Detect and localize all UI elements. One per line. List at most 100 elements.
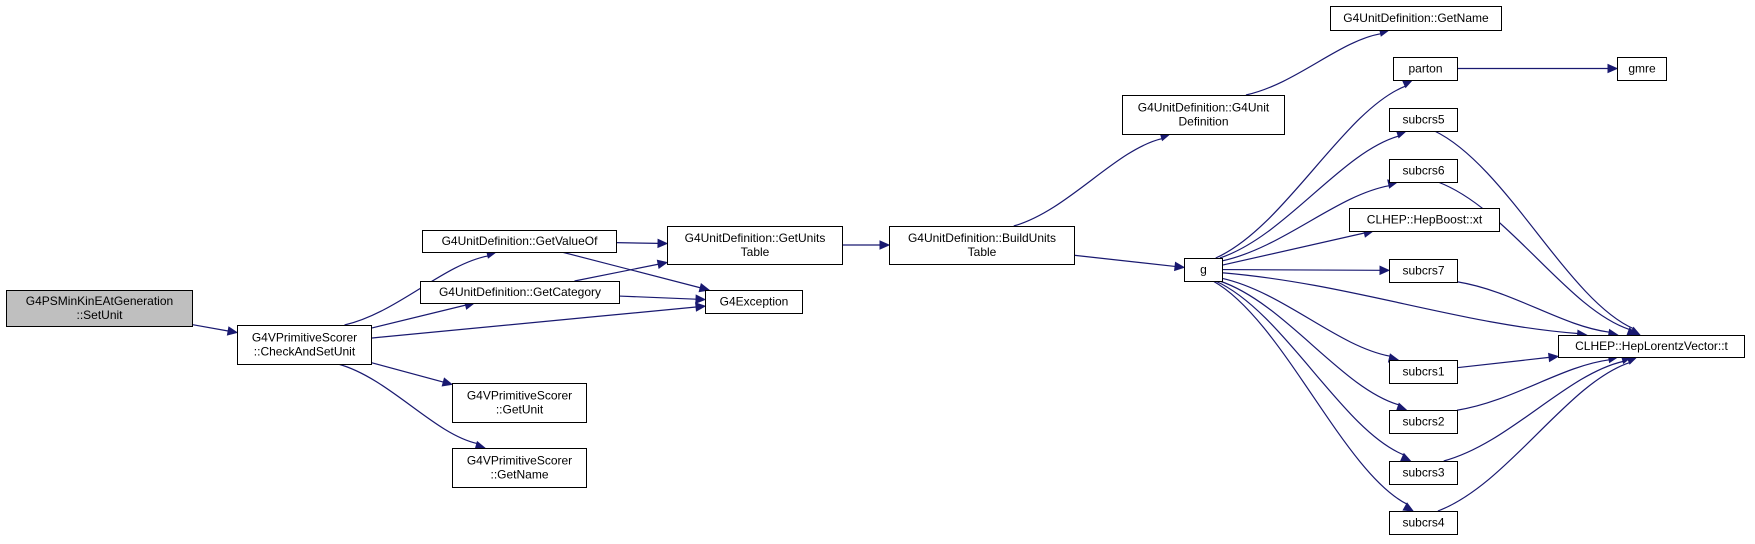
node-hepboost[interactable]: CLHEP::HepBoost::xt xyxy=(1349,208,1500,232)
node-label: subcrs5 xyxy=(1402,113,1444,127)
node-label: ::CheckAndSetUnit xyxy=(254,345,356,359)
node-getcategory[interactable]: G4UnitDefinition::GetCategory xyxy=(420,281,620,304)
arrowhead xyxy=(657,238,669,249)
edge-buildunitstable-to-g xyxy=(1073,254,1186,272)
edge-line xyxy=(1245,33,1381,96)
node-root[interactable]: G4PSMinKinEAtGeneration::SetUnit xyxy=(6,290,193,327)
edge-g4unitdef-to-unitgetname xyxy=(1245,27,1391,96)
arrowhead xyxy=(695,302,707,312)
node-box xyxy=(1349,208,1500,232)
node-box xyxy=(1617,57,1667,81)
arrowhead xyxy=(226,326,239,336)
node-box xyxy=(1122,95,1285,135)
node-box xyxy=(452,383,587,423)
edge-getvalueof-to-getunitstable xyxy=(615,238,669,249)
edge-line xyxy=(1437,361,1630,512)
node-box xyxy=(1393,57,1458,81)
node-box xyxy=(237,325,372,365)
edge-line xyxy=(561,251,701,289)
node-box xyxy=(420,281,620,304)
edge-getunitstable-to-buildunitstable xyxy=(842,240,891,250)
node-box xyxy=(705,290,803,314)
node-subcrs5[interactable]: subcrs5 xyxy=(1389,108,1458,132)
node-subcrs2[interactable]: subcrs2 xyxy=(1389,410,1458,434)
edge-subcrs5-to-heplorentz xyxy=(1434,130,1642,336)
edge-subcrs6-to-heplorentz xyxy=(1437,181,1638,337)
node-g4unitdef[interactable]: G4UnitDefinition::G4UnitDefinition xyxy=(1122,95,1285,135)
edge-g-to-subcrs7 xyxy=(1221,265,1391,276)
node-label: G4UnitDefinition::GetUnits xyxy=(685,231,826,245)
edge-line xyxy=(1219,280,1400,406)
arrowhead xyxy=(1548,352,1560,363)
node-checkandset[interactable]: G4VPrimitiveScorer::CheckAndSetUnit xyxy=(237,325,372,365)
node-label: G4UnitDefinition::GetName xyxy=(1343,11,1489,25)
edge-g-to-subcrs2 xyxy=(1219,280,1408,412)
edge-line xyxy=(1221,185,1390,262)
node-label: subcrs3 xyxy=(1402,466,1444,480)
node-box xyxy=(452,448,587,488)
node-subcrs1[interactable]: subcrs1 xyxy=(1389,360,1458,384)
node-box xyxy=(1389,360,1458,384)
node-g4exception[interactable]: G4Exception xyxy=(705,290,803,314)
node-label: Definition xyxy=(1178,115,1228,129)
node-label: subcrs4 xyxy=(1402,516,1444,530)
node-getunit[interactable]: G4VPrimitiveScorer::GetUnit xyxy=(452,383,587,423)
node-getvalueof[interactable]: G4UnitDefinition::GetValueOf xyxy=(422,230,617,253)
node-label: G4UnitDefinition::G4Unit xyxy=(1138,101,1270,115)
edge-line xyxy=(1221,232,1365,266)
node-g[interactable]: g xyxy=(1184,258,1223,282)
node-subcrs7[interactable]: subcrs7 xyxy=(1389,259,1458,283)
node-label: parton xyxy=(1408,62,1442,76)
node-label: ::GetUnit xyxy=(496,403,544,417)
node-parton[interactable]: parton xyxy=(1393,57,1458,81)
node-heplorentz[interactable]: CLHEP::HepLorentzVector::t xyxy=(1558,335,1745,358)
node-label: G4VPrimitiveScorer xyxy=(252,331,357,345)
node-box xyxy=(1389,259,1458,283)
edge-line xyxy=(191,323,229,332)
edge-subcrs1-to-heplorentz xyxy=(1456,352,1560,369)
edge-line xyxy=(1221,277,1391,357)
node-label: G4UnitDefinition::GetValueOf xyxy=(442,234,599,248)
node-scorername[interactable]: G4VPrimitiveScorer::GetName xyxy=(452,448,587,488)
node-label: subcrs1 xyxy=(1402,365,1444,379)
arrowhead xyxy=(1607,63,1619,74)
arrowhead xyxy=(695,294,707,304)
node-gmre[interactable]: gmre xyxy=(1617,57,1667,81)
edge-line xyxy=(618,295,697,300)
node-label: subcrs6 xyxy=(1402,164,1444,178)
node-label: G4VPrimitiveScorer xyxy=(467,389,572,403)
edge-line xyxy=(1456,281,1610,333)
edge-parton-to-gmre xyxy=(1457,63,1619,74)
edge-line xyxy=(344,255,489,326)
node-label: ::SetUnit xyxy=(76,308,123,322)
node-subcrs4[interactable]: subcrs4 xyxy=(1389,511,1458,535)
edge-line xyxy=(1456,359,1610,411)
edge-g-to-subcrs3 xyxy=(1215,280,1412,462)
edges-layer xyxy=(191,27,1642,512)
arrowhead xyxy=(441,377,454,387)
edge-checkandset-to-getunit xyxy=(370,361,454,387)
node-unitgetname[interactable]: G4UnitDefinition::GetName xyxy=(1330,6,1502,31)
node-label: G4PSMinKinEAtGeneration xyxy=(26,294,173,308)
edge-subcrs3-to-heplorentz xyxy=(1443,354,1633,462)
node-subcrs3[interactable]: subcrs3 xyxy=(1389,461,1458,485)
arrowhead xyxy=(1402,502,1415,512)
node-label: subcrs2 xyxy=(1402,415,1444,429)
edge-root-to-checkandset xyxy=(191,323,239,336)
node-subcrs6[interactable]: subcrs6 xyxy=(1389,159,1458,183)
edge-line xyxy=(615,242,659,244)
edge-line xyxy=(1073,254,1176,268)
edge-line xyxy=(337,363,478,445)
node-box xyxy=(667,226,843,265)
edge-checkandset-to-g4exception xyxy=(370,302,707,339)
node-label: gmre xyxy=(1628,62,1656,76)
edge-line xyxy=(574,263,659,282)
node-label: G4Exception xyxy=(720,295,789,309)
node-label: g xyxy=(1200,263,1207,277)
node-label: G4UnitDefinition::GetCategory xyxy=(439,285,601,299)
node-label: CLHEP::HepBoost::xt xyxy=(1367,213,1483,227)
node-box xyxy=(1330,6,1502,31)
